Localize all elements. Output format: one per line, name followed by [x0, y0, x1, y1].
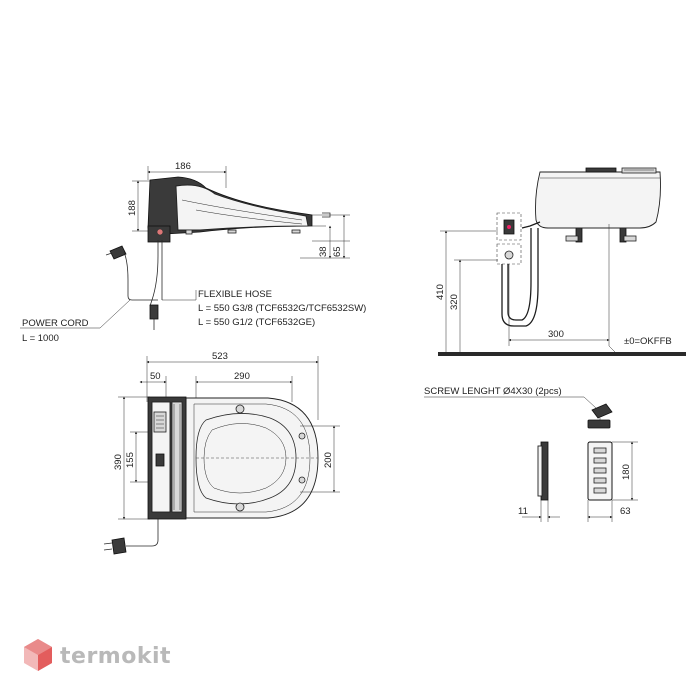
dim-410: 410 [435, 284, 446, 300]
flexible-hose-label: FLEXIBLE HOSE [198, 289, 272, 300]
dim-200: 200 [323, 452, 334, 468]
dim-523: 523 [212, 351, 228, 362]
flexible-hose-line-2: L = 550 G1/2 (TCF6532GE) [198, 317, 315, 328]
dim-180: 180 [621, 464, 632, 480]
dim-320: 320 [449, 294, 460, 310]
remote-drawing: SCREW LENGHT Ø4X30 (2pcs) 11 63 180 [424, 386, 638, 522]
floor-line [438, 352, 686, 356]
toilet-front-body [535, 171, 661, 229]
dim-188: 188 [127, 200, 138, 216]
dim-11: 11 [518, 506, 528, 517]
dim-390: 390 [113, 454, 124, 470]
dim-300: 300 [548, 329, 564, 340]
top-view: 523 50 290 390 155 [103, 351, 340, 555]
dim-65: 65 [332, 246, 343, 257]
dim-38: 38 [318, 246, 329, 257]
logo-mark-icon [24, 639, 52, 671]
termokit-logo: termokit [24, 639, 171, 671]
dim-186: 186 [175, 161, 191, 172]
dim-50: 50 [150, 371, 161, 382]
dim-290: 290 [234, 371, 250, 382]
dim-155: 155 [125, 452, 136, 468]
power-cord-label: POWER CORD [22, 318, 89, 329]
wall-view: 410 320 300 ±0=OKFFB [435, 167, 686, 356]
floor-reference: ±0=OKFFB [624, 336, 672, 347]
flexible-hose-line-1: L = 550 G3/8 (TCF6532G/TCF6532SW) [198, 303, 366, 314]
screw-note: SCREW LENGHT Ø4X30 (2pcs) [424, 386, 562, 397]
callouts: FLEXIBLE HOSE L = 550 G3/8 (TCF6532G/TCF… [20, 289, 366, 344]
power-cord-length: L = 1000 [22, 333, 59, 344]
side-view: 186 188 38 65 [105, 161, 350, 330]
logo-text: termokit [60, 644, 171, 669]
dim-63: 63 [620, 506, 631, 517]
